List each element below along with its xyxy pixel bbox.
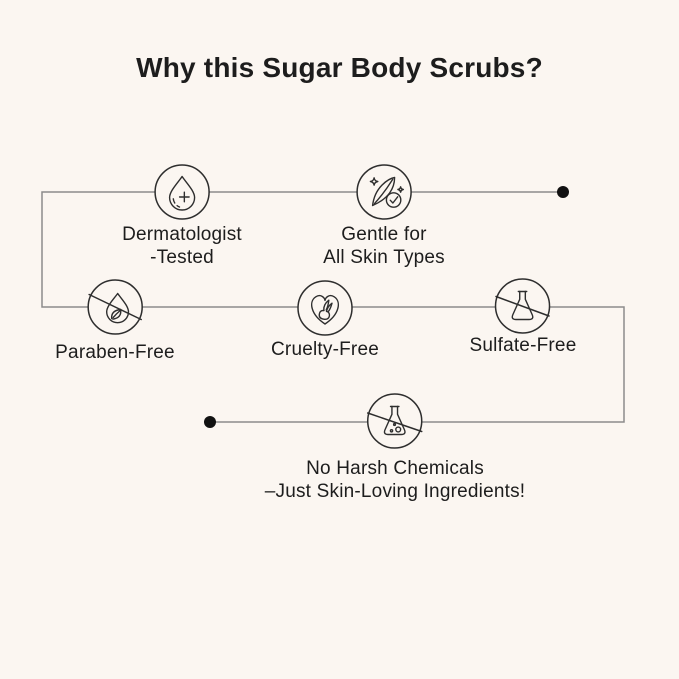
feature-label-line: Gentle for — [341, 224, 427, 245]
heart-rabbit-icon — [297, 280, 353, 336]
droplet-plus-icon — [154, 164, 210, 220]
feature-no-harsh-chemicals: No Harsh Chemicals –Just Skin-Loving Ing… — [265, 393, 526, 503]
feature-label: Sulfate-Free — [470, 334, 577, 357]
feature-label-line: -Tested — [150, 247, 214, 268]
feature-label-line: Paraben-Free — [55, 342, 175, 363]
feature-label-line: All Skin Types — [323, 247, 445, 268]
feature-sulfate-free: Sulfate-Free — [470, 278, 577, 357]
no-harsh-chemicals-flask-icon — [367, 393, 423, 449]
feature-label-line: Sulfate-Free — [469, 335, 577, 356]
feature-dermatologist-tested: Dermatologist -Tested — [122, 164, 242, 269]
feature-gentle-all-skin-types: Gentle for All Skin Types — [323, 164, 445, 269]
feature-label-line: No Harsh Chemicals — [306, 458, 484, 479]
feature-cruelty-free: Cruelty-Free — [271, 280, 379, 361]
page-title: Why this Sugar Body Scrubs? — [136, 52, 543, 83]
feature-label-line: Dermatologist — [122, 224, 242, 245]
bottom-line-start-dot — [204, 416, 216, 428]
feature-label: Dermatologist -Tested — [122, 223, 242, 269]
no-paraben-drop-leaf-icon — [87, 279, 143, 335]
feather-check-icon — [356, 164, 412, 220]
feature-label: No Harsh Chemicals –Just Skin-Loving Ing… — [265, 457, 526, 503]
feature-label: Gentle for All Skin Types — [323, 223, 445, 269]
no-sulfate-flask-icon — [495, 278, 551, 334]
feature-label-line: –Just Skin-Loving Ingredients! — [264, 481, 526, 502]
feature-label: Paraben-Free — [55, 341, 175, 364]
feature-label-line: Cruelty-Free — [271, 339, 379, 360]
top-line-end-dot — [557, 186, 569, 198]
feature-label: Cruelty-Free — [271, 338, 379, 361]
feature-paraben-free: Paraben-Free — [55, 279, 175, 364]
